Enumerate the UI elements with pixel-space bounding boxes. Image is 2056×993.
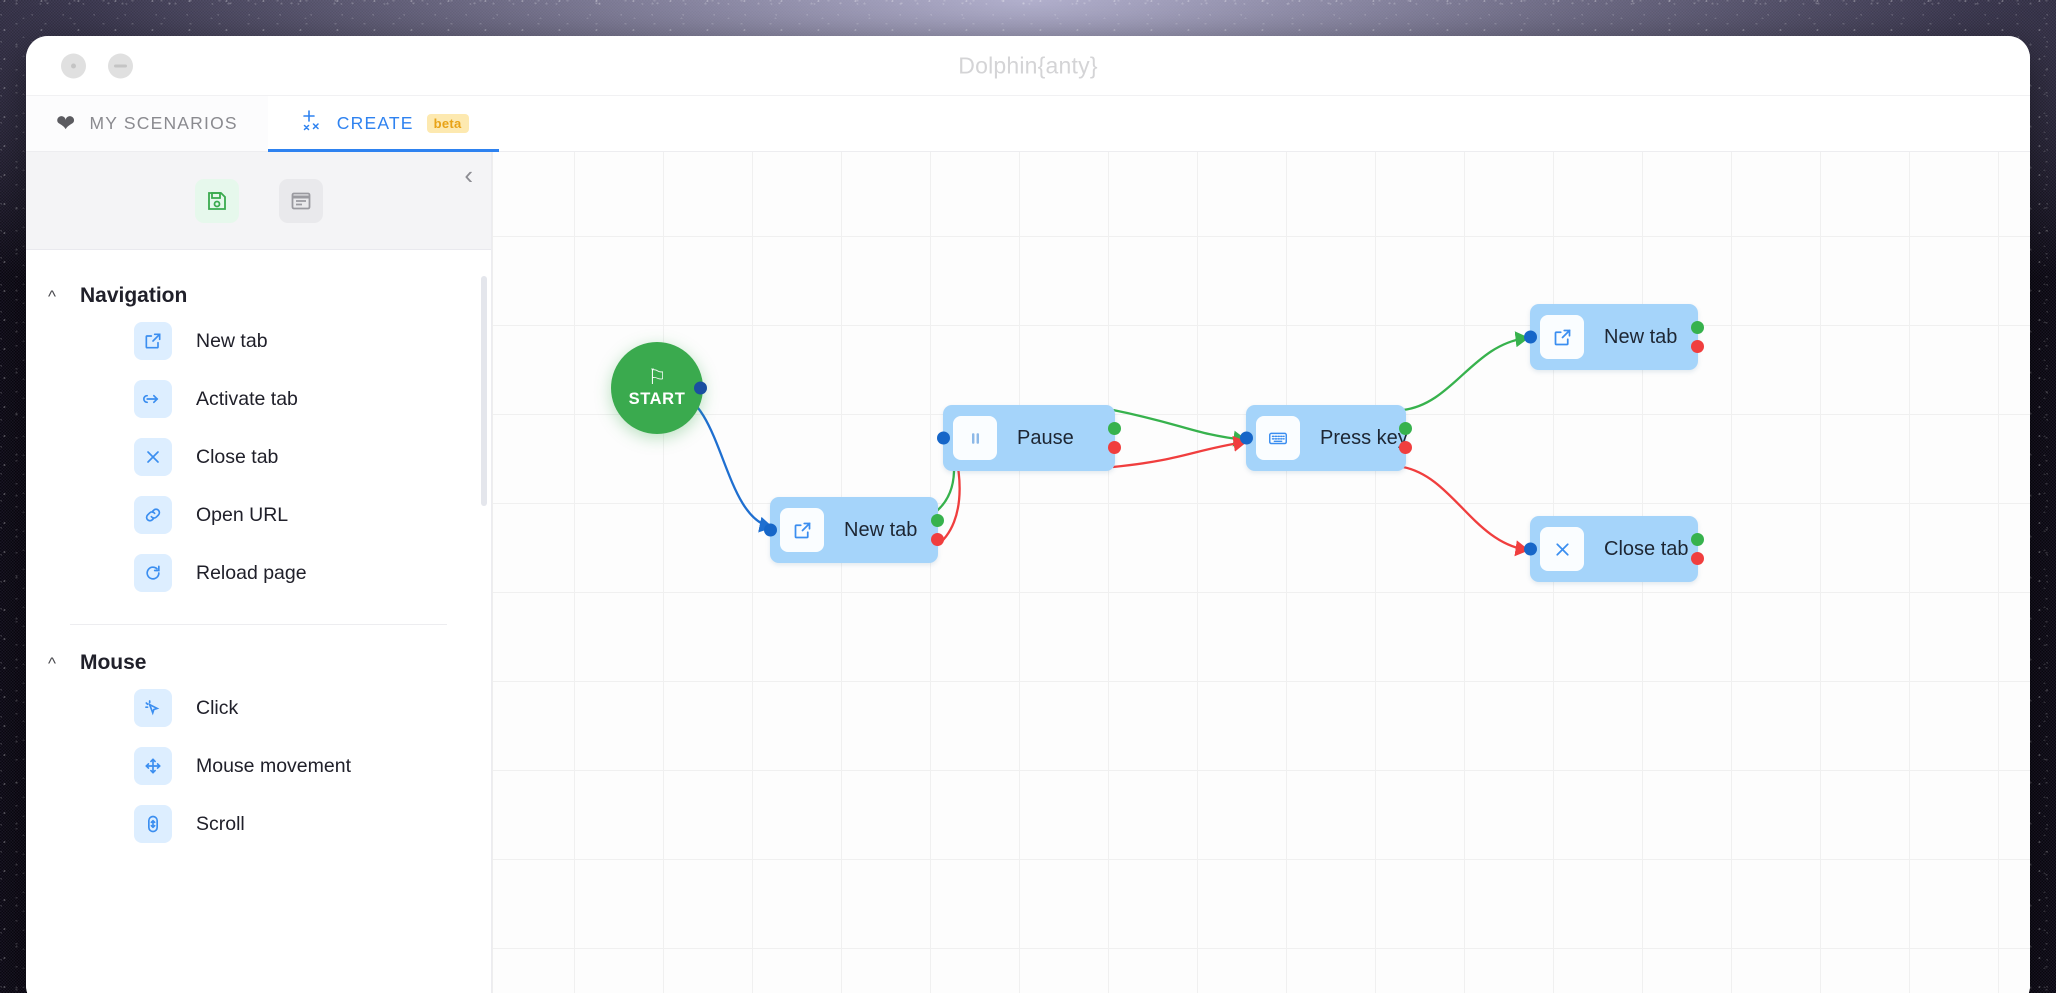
external-link-icon	[134, 322, 172, 360]
node-close-tab[interactable]: Close tab	[1524, 516, 1704, 582]
sidebar-item-label: Click	[196, 696, 239, 719]
pause-icon	[953, 416, 997, 460]
start-output-port[interactable]	[694, 381, 707, 395]
move-arrows-icon	[134, 747, 172, 785]
chevron-left-icon[interactable]: ‹	[464, 160, 473, 190]
chevron-up-icon: ^	[48, 286, 56, 306]
close-x-icon	[134, 438, 172, 476]
sidebar-item-label: Activate tab	[196, 387, 298, 410]
start-node[interactable]: ⚐ START	[611, 342, 707, 434]
node-success-port[interactable]	[1691, 533, 1704, 546]
cursor-click-icon	[134, 689, 172, 727]
start-node-label: START	[628, 390, 686, 408]
save-icon[interactable]	[194, 178, 239, 223]
beta-badge: beta	[426, 114, 469, 133]
node-pause[interactable]: Pause	[937, 405, 1121, 471]
node-new-tab-2[interactable]: New tab	[1524, 304, 1704, 370]
actions-sidebar: ‹	[26, 152, 492, 993]
node-press-key[interactable]: Press key	[1240, 405, 1412, 471]
node-input-port[interactable]	[937, 431, 950, 445]
sidebar-item-label: Close tab	[196, 445, 279, 468]
node-error-port[interactable]	[931, 533, 944, 546]
sidebar-item-label: New tab	[196, 329, 268, 352]
sparkle-icon	[298, 108, 324, 139]
node-label: Pause	[1017, 426, 1074, 449]
sidebar-item-activate-tab[interactable]: Activate tab	[26, 370, 491, 428]
chevron-up-icon: ^	[48, 653, 56, 673]
sidebar-item-label: Reload page	[196, 561, 307, 584]
sidebar-scroll-area[interactable]: ^ Navigation New tab	[26, 250, 491, 993]
notes-icon[interactable]	[278, 178, 323, 223]
chain-link-icon	[134, 496, 172, 534]
node-label: Press key	[1320, 426, 1408, 449]
node-error-port[interactable]	[1399, 441, 1412, 454]
edge-presskey-ok-to-newtab2	[1402, 331, 1530, 412]
heart-icon: ❤	[56, 110, 77, 136]
external-link-icon	[780, 508, 824, 552]
sidebar-group-navigation-title: Navigation	[79, 284, 188, 307]
edge-pause-err-to-presskey	[1112, 435, 1248, 469]
node-input-port[interactable]	[764, 523, 777, 537]
tab-bar: ❤ MY SCENARIOS CREATE beta	[26, 96, 2030, 152]
scroll-icon	[134, 805, 172, 843]
node-error-port[interactable]	[1108, 441, 1121, 454]
sidebar-toolbar: ‹	[26, 152, 491, 250]
sidebar-item-label: Mouse movement	[196, 754, 351, 777]
window-controls	[61, 53, 133, 78]
close-x-icon	[1540, 527, 1584, 571]
sidebar-item-new-tab[interactable]: New tab	[26, 312, 491, 370]
close-icon[interactable]	[61, 53, 86, 78]
minimize-icon[interactable]	[108, 53, 133, 78]
flow-edges	[674, 331, 1530, 557]
tab-my-scenarios-label: MY SCENARIOS	[89, 113, 238, 133]
tab-create[interactable]: CREATE beta	[267, 96, 499, 152]
node-label: New tab	[844, 518, 918, 541]
edge-presskey-err-to-closetab	[1402, 465, 1530, 557]
link-arrow-icon	[134, 380, 172, 418]
node-input-port[interactable]	[1524, 542, 1537, 556]
sidebar-divider	[70, 624, 447, 625]
sidebar-item-reload-page[interactable]: Reload page	[26, 544, 491, 602]
edge-pause-ok-to-presskey	[1112, 408, 1248, 447]
tab-create-label: CREATE	[336, 113, 414, 133]
node-error-port[interactable]	[1691, 340, 1704, 353]
sidebar-item-open-url[interactable]: Open URL	[26, 486, 491, 544]
sidebar-group-mouse[interactable]: ^ Mouse	[26, 625, 491, 679]
node-label: Close tab	[1604, 537, 1689, 560]
main-area: ‹	[26, 152, 2030, 993]
sidebar-item-label: Open URL	[196, 503, 289, 526]
sidebar-group-mouse-title: Mouse	[79, 651, 147, 674]
flow-canvas-wrapper: ⚐ START New tab	[492, 152, 2030, 993]
node-success-port[interactable]	[1691, 321, 1704, 334]
app-window: Dolphin{anty} ❤ MY SCENARIOS CREATE beta…	[26, 36, 2030, 993]
sidebar-item-close-tab[interactable]: Close tab	[26, 428, 491, 486]
node-input-port[interactable]	[1240, 431, 1253, 445]
node-success-port[interactable]	[1108, 422, 1121, 435]
node-success-port[interactable]	[931, 514, 944, 527]
node-label: New tab	[1604, 325, 1678, 348]
sidebar-item-label: Scroll	[196, 812, 245, 835]
tab-my-scenarios[interactable]: ❤ MY SCENARIOS	[26, 96, 268, 151]
sidebar-scrollbar[interactable]	[481, 276, 487, 506]
node-new-tab-1[interactable]: New tab	[764, 497, 944, 563]
node-error-port[interactable]	[1691, 552, 1704, 565]
sidebar-item-click[interactable]: Click	[26, 679, 491, 737]
external-link-icon	[1540, 315, 1584, 359]
node-input-port[interactable]	[1524, 330, 1537, 344]
sidebar-group-navigation[interactable]: ^ Navigation	[26, 258, 491, 312]
flow-canvas[interactable]: ⚐ START New tab	[492, 152, 2030, 993]
keyboard-icon	[1256, 416, 1300, 460]
sidebar-item-scroll[interactable]: Scroll	[26, 795, 491, 853]
reload-icon	[134, 554, 172, 592]
node-success-port[interactable]	[1399, 422, 1412, 435]
window-title: Dolphin{anty}	[958, 52, 1098, 78]
sidebar-item-mouse-movement[interactable]: Mouse movement	[26, 737, 491, 795]
flag-icon: ⚐	[647, 366, 667, 389]
title-bar: Dolphin{anty}	[26, 36, 2030, 96]
